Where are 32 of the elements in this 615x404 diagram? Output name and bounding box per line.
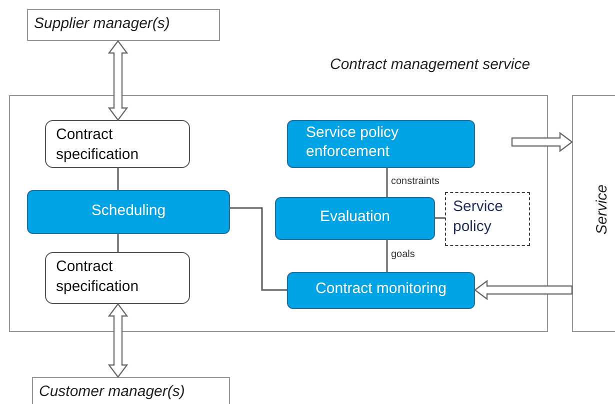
box-label: Service policy enforcement bbox=[306, 123, 400, 161]
box-label: Contract specification bbox=[56, 257, 140, 297]
actor-box bbox=[27, 9, 220, 41]
actor-label: Customer manager(s) bbox=[39, 383, 185, 400]
specification-box bbox=[45, 252, 190, 304]
edge-label: constraints bbox=[390, 176, 440, 186]
service-panel bbox=[572, 95, 615, 332]
box-label: Contract specification bbox=[56, 125, 140, 165]
process-box bbox=[27, 190, 230, 234]
box-label: Service policy bbox=[453, 197, 504, 237]
process-box bbox=[275, 197, 435, 240]
process-box bbox=[287, 120, 475, 168]
box-label: Scheduling bbox=[90, 200, 167, 220]
block-arrow bbox=[474, 280, 573, 300]
process-box bbox=[287, 272, 475, 309]
policy-box bbox=[445, 192, 530, 246]
connector-line bbox=[386, 168, 388, 197]
double-block-arrow bbox=[108, 40, 128, 121]
block-arrow bbox=[511, 132, 573, 152]
container-title: Contract management service bbox=[330, 56, 530, 73]
connector-line bbox=[435, 217, 445, 219]
specification-box bbox=[45, 120, 190, 168]
edge-label: goals bbox=[390, 249, 416, 260]
actor-label: Supplier manager(s) bbox=[34, 15, 170, 32]
connector-line bbox=[117, 234, 119, 252]
connector-line bbox=[230, 207, 287, 291]
box-label: Evaluation bbox=[318, 207, 392, 226]
connector-line bbox=[117, 168, 119, 190]
connector-line bbox=[386, 240, 388, 272]
panel-label: Service bbox=[594, 184, 611, 235]
double-block-arrow bbox=[108, 303, 128, 378]
box-label: Contract monitoring bbox=[314, 279, 448, 298]
